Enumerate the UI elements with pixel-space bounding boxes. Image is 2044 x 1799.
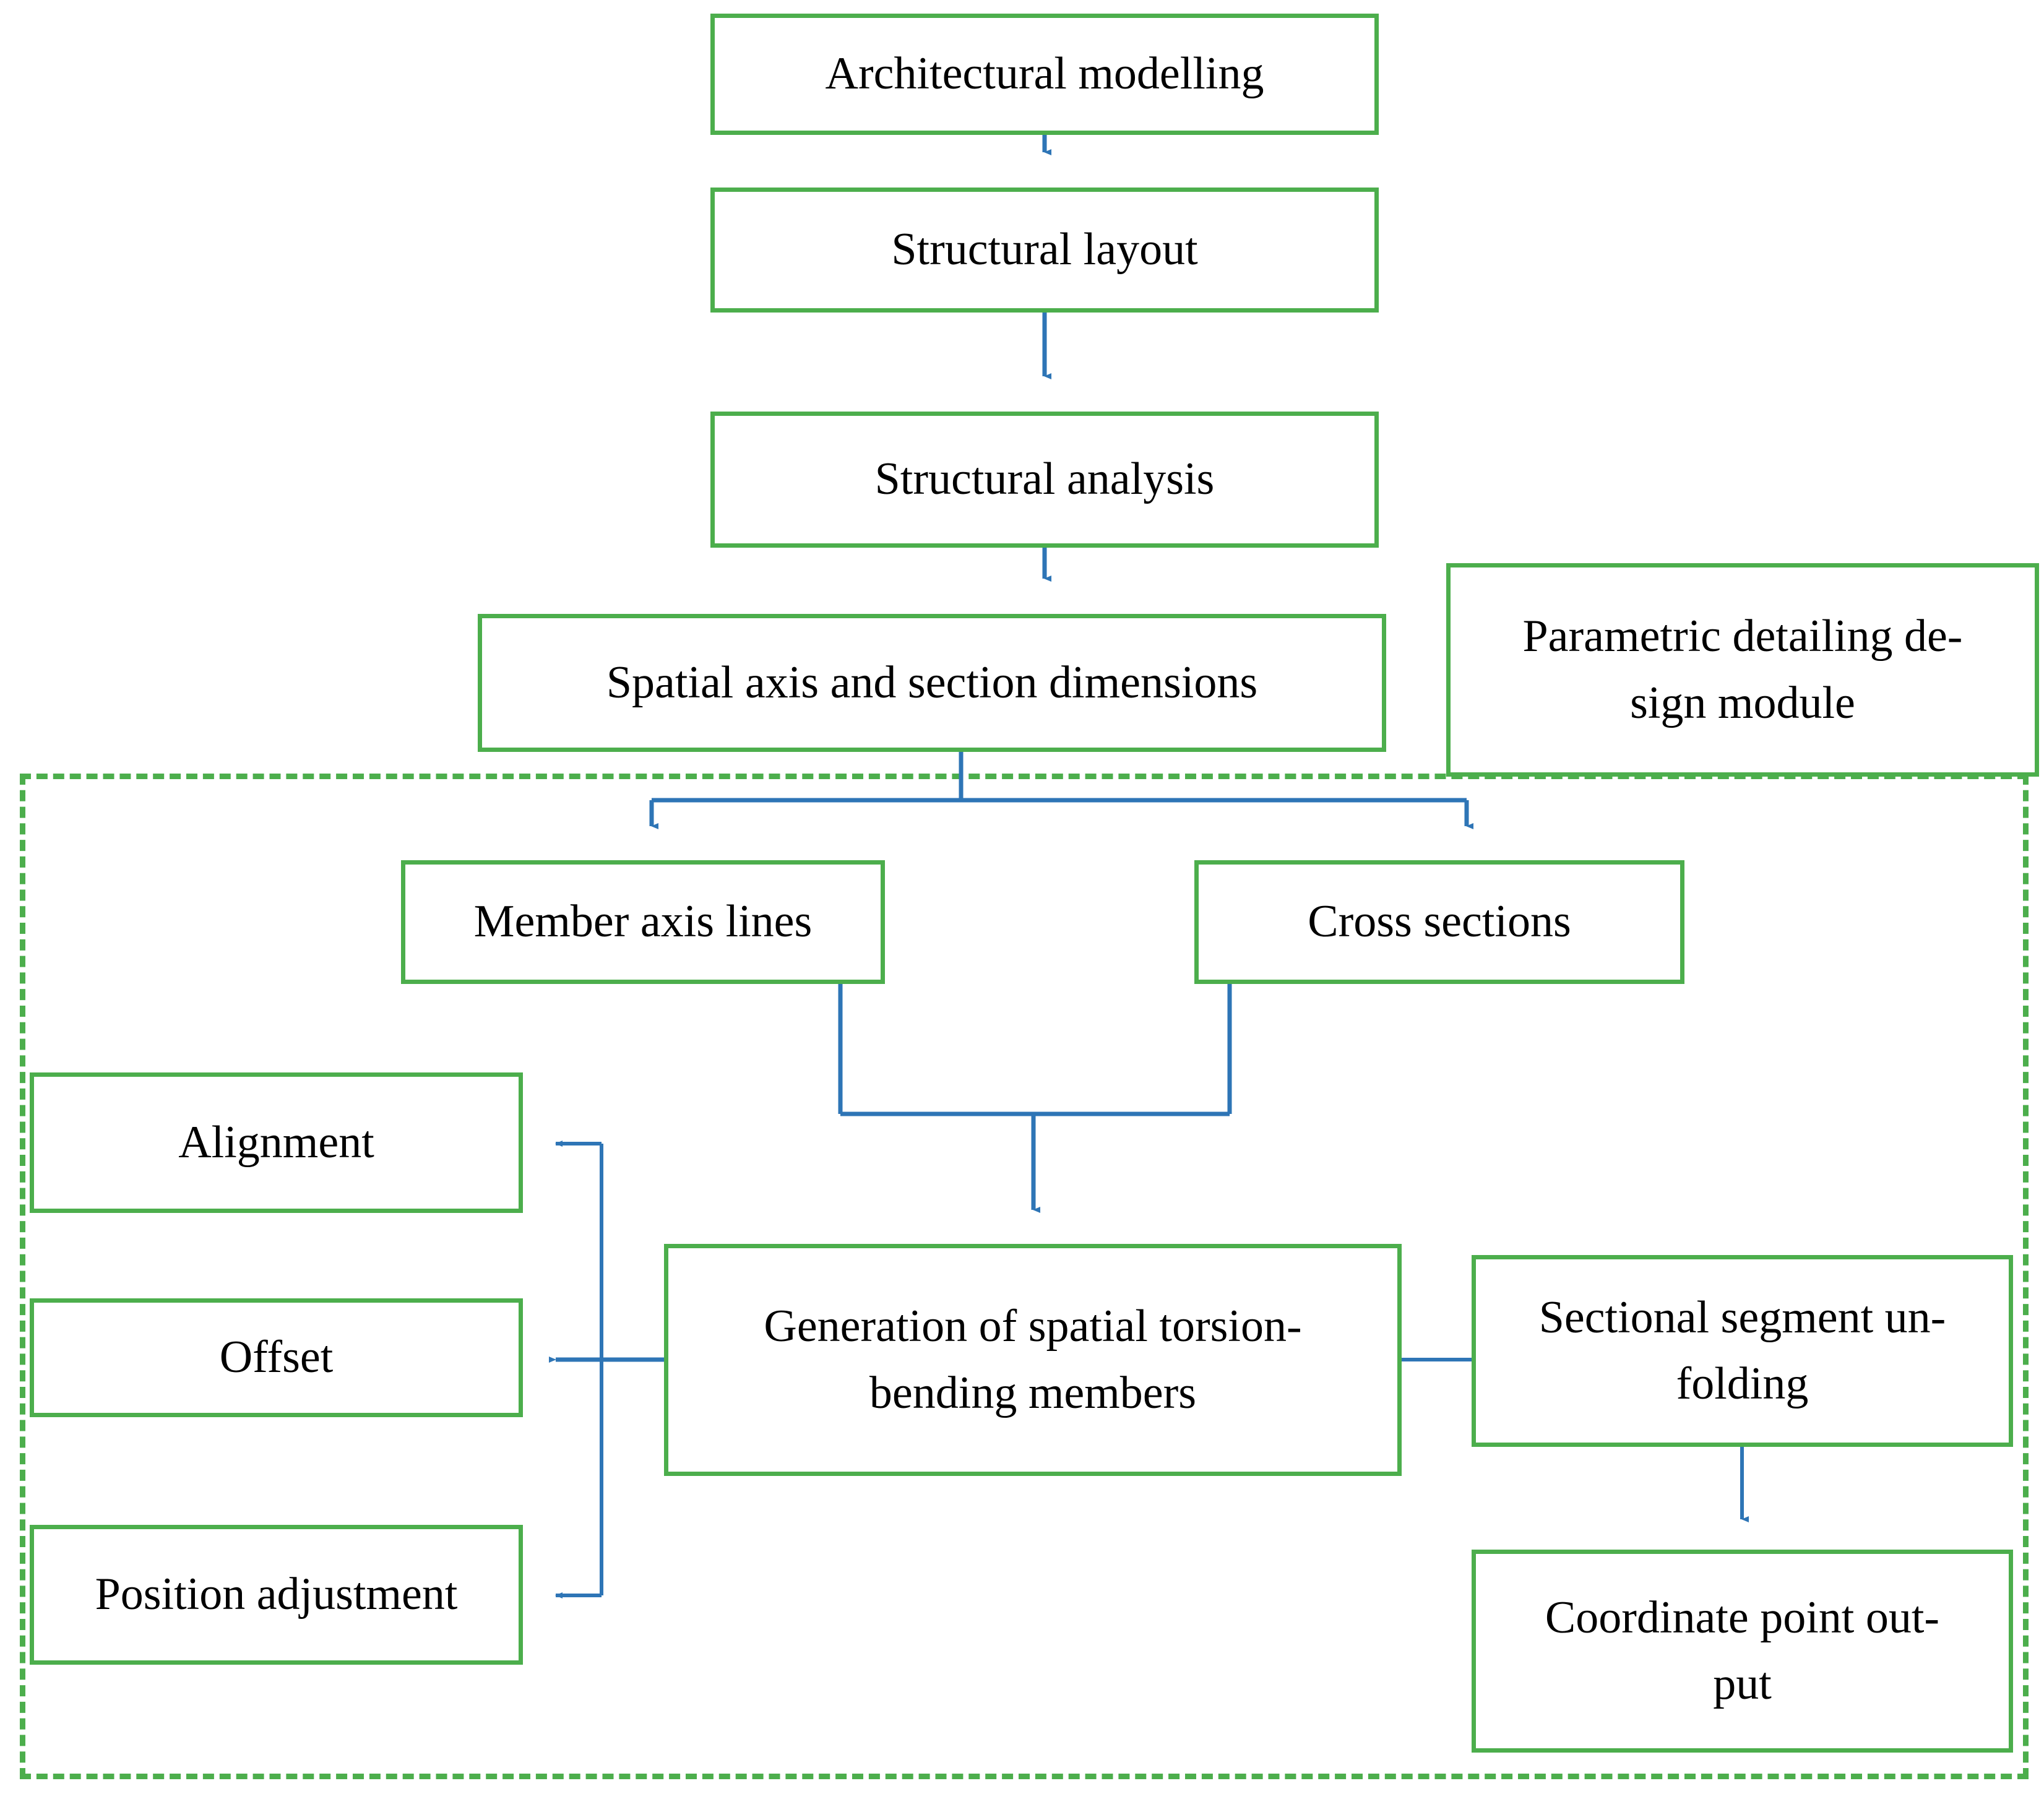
parametric-detailing-design-module-region (20, 774, 2029, 1779)
node-cross-sections[interactable]: Cross sections (1194, 860, 1684, 984)
node-label: Structural layout (891, 224, 1198, 275)
node-parametric-detailing-design-module[interactable]: Parametric detailing de- sign module (1446, 563, 2039, 777)
node-generation-of-spatial-torsion-bending-members[interactable]: Generation of spatial torsion- bending m… (664, 1244, 1402, 1476)
node-label: Offset (219, 1332, 334, 1383)
node-sectional-segment-unfolding[interactable]: Sectional segment un- folding (1472, 1255, 2013, 1447)
node-position-adjustment[interactable]: Position adjustment (30, 1525, 523, 1665)
node-label: Coordinate point out- put (1545, 1592, 1940, 1709)
node-label: Sectional segment un- folding (1538, 1292, 1946, 1409)
node-structural-analysis[interactable]: Structural analysis (710, 412, 1379, 548)
node-label: Member axis lines (473, 896, 813, 947)
node-offset[interactable]: Offset (30, 1298, 523, 1417)
node-alignment[interactable]: Alignment (30, 1072, 523, 1213)
node-label: Alignment (178, 1116, 374, 1168)
node-member-axis-lines[interactable]: Member axis lines (401, 860, 885, 984)
node-spatial-axis-and-section-dimensions[interactable]: Spatial axis and section dimensions (478, 614, 1386, 752)
node-label: Architectural modelling (825, 48, 1264, 100)
node-label: Cross sections (1308, 896, 1571, 947)
node-label: Parametric detailing de- sign module (1522, 611, 1963, 728)
node-label: Structural analysis (874, 454, 1215, 505)
node-architectural-modelling[interactable]: Architectural modelling (710, 14, 1379, 135)
node-coordinate-point-output[interactable]: Coordinate point out- put (1472, 1550, 2013, 1753)
node-label: Position adjustment (95, 1569, 458, 1620)
node-structural-layout[interactable]: Structural layout (710, 188, 1379, 313)
node-label: Generation of spatial torsion- bending m… (764, 1301, 1302, 1418)
node-label: Spatial axis and section dimensions (606, 657, 1258, 708)
